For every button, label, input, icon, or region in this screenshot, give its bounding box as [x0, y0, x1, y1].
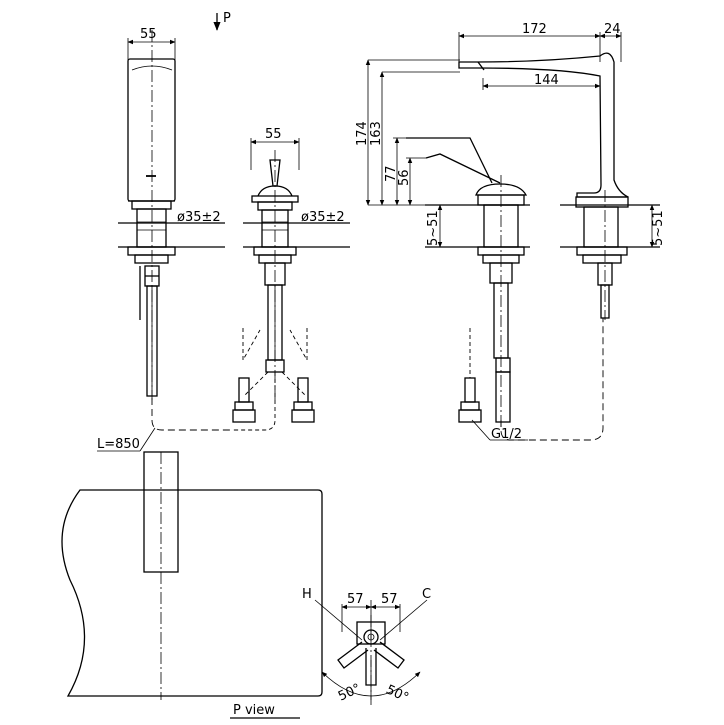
dim-spout-height: 174 [355, 121, 370, 146]
view-title: P view [233, 703, 275, 718]
svg-text:P: P [223, 11, 231, 26]
dim-handle-dia: ø35±2 [301, 210, 345, 225]
plan-view: 57 57 H C 50° 50° P view [61, 451, 431, 719]
dim-spout-reach-inner: 144 [534, 73, 559, 88]
dim-angle-right: 50° [384, 682, 411, 705]
label-cold: C [422, 587, 431, 602]
dim-spout-offset: 24 [604, 22, 621, 37]
dim-handle-width: 55 [265, 127, 282, 142]
label-hot: H [302, 587, 312, 602]
dim-deck-thickness-a: 5~51 [426, 210, 441, 246]
dim-thread: G1/2 [491, 427, 522, 442]
dim-spout-reach: 172 [522, 22, 547, 37]
side-view: 172 24 144 174 163 77 56 5~51 [355, 22, 666, 442]
dim-spout-height-inner: 163 [369, 121, 384, 146]
dim-left-spout-width: 55 [140, 27, 157, 42]
handle-front: 55 ø35±2 [232, 127, 350, 431]
hose-length-callout: L=850 [97, 427, 156, 452]
dim-plan-left: 57 [347, 592, 364, 607]
dim-left-spout-dia: ø35±2 [177, 210, 221, 225]
dim-handle-height-inner: 56 [397, 169, 412, 186]
dim-angle-left: 50° [336, 681, 363, 704]
dim-hose-length: L=850 [97, 437, 140, 452]
dim-plan-right: 57 [381, 592, 398, 607]
left-spout-front: 55 ø35±2 [118, 27, 238, 431]
dim-handle-height: 77 [384, 165, 399, 182]
dim-deck-thickness-b: 5~51 [651, 210, 666, 246]
view-arrow-p: P [213, 11, 231, 31]
